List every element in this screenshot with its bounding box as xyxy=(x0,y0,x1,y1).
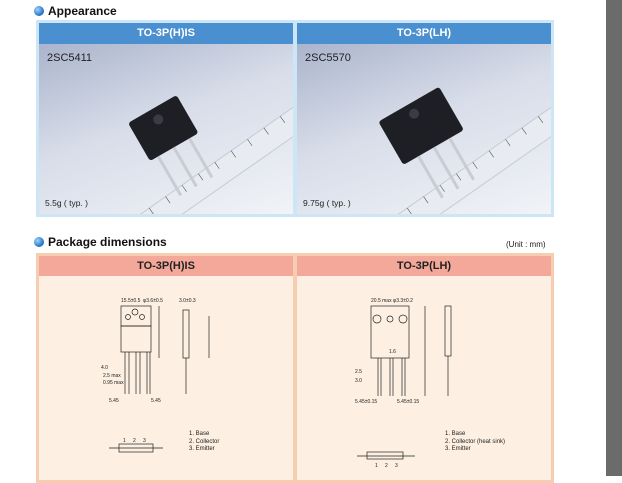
svg-text:1: 1 xyxy=(375,463,378,469)
scrollbar[interactable] xyxy=(606,0,622,476)
dimensions-table: TO-3P(H)IS 15.5±0.5 φ3.6±0.5 3.0±0.3 4.0… xyxy=(36,253,554,483)
svg-text:3.0: 3.0 xyxy=(355,378,362,384)
dimensions-heading: Package dimensions xyxy=(34,235,167,249)
transistor-photo-icon xyxy=(379,75,551,214)
svg-text:φ3.6±0.5: φ3.6±0.5 xyxy=(143,298,163,304)
package-header: TO-3P(LH) xyxy=(297,23,551,44)
package-photo: 2SC5411 5.5g ( typ. ) xyxy=(39,44,293,214)
svg-text:1.6: 1.6 xyxy=(389,349,396,355)
package-photo: 2SC5570 9.75g ( typ. ) xyxy=(297,44,551,214)
svg-text:0.95 max: 0.95 max xyxy=(103,380,124,386)
pin-legend: 1. Base 2. Collector (heat sink) 3. Emit… xyxy=(445,431,506,452)
package-weight: 5.5g ( typ. ) xyxy=(45,198,88,208)
dimensions-cell-2: TO-3P(LH) 20.5 max φ3.3±0.2 5.45±0.15 5.… xyxy=(297,256,551,480)
svg-text:2: 2 xyxy=(133,438,136,444)
appearance-heading: Appearance xyxy=(34,4,117,18)
bullet-icon xyxy=(34,6,44,16)
svg-text:1: 1 xyxy=(123,438,126,444)
package-header: TO-3P(H)IS xyxy=(39,256,293,276)
svg-text:5.45: 5.45 xyxy=(109,398,119,404)
svg-text:3: 3 xyxy=(395,463,398,469)
svg-text:2.5 max: 2.5 max xyxy=(103,373,121,379)
package-outline-drawing: 15.5±0.5 φ3.6±0.5 3.0±0.3 4.0 2.5 max 0.… xyxy=(101,298,210,453)
dimension-drawing: 20.5 max φ3.3±0.2 5.45±0.15 5.45±0.15 2.… xyxy=(297,276,551,480)
svg-text:20.5 max: 20.5 max xyxy=(371,298,392,304)
svg-text:4.0: 4.0 xyxy=(101,365,108,371)
svg-text:φ3.3±0.2: φ3.3±0.2 xyxy=(393,298,413,304)
appearance-cell-2: TO-3P(LH) 2SC5570 9.75g ( typ. ) xyxy=(297,23,551,214)
svg-text:15.5±0.5: 15.5±0.5 xyxy=(121,298,141,304)
part-number: 2SC5570 xyxy=(305,52,351,64)
package-weight: 9.75g ( typ. ) xyxy=(303,198,351,208)
svg-text:3: 3 xyxy=(143,438,146,444)
svg-text:5.45±0.15: 5.45±0.15 xyxy=(397,399,419,405)
svg-text:3.0±0.3: 3.0±0.3 xyxy=(179,298,196,304)
svg-text:2: 2 xyxy=(385,463,388,469)
bullet-icon xyxy=(34,237,44,247)
svg-text:5.45±0.15: 5.45±0.15 xyxy=(355,399,377,405)
package-outline-drawing: 20.5 max φ3.3±0.2 5.45±0.15 5.45±0.15 2.… xyxy=(355,298,452,469)
appearance-table: TO-3P(H)IS 2SC5411 5.5g ( typ. ) xyxy=(36,20,554,217)
appearance-cell-1: TO-3P(H)IS 2SC5411 5.5g ( typ. ) xyxy=(39,23,293,214)
part-number: 2SC5411 xyxy=(47,52,93,64)
unit-label: (Unit : mm) xyxy=(506,240,546,249)
pin-legend: 1. Base 2. Collector 3. Emitter xyxy=(189,431,220,452)
package-header: TO-3P(LH) xyxy=(297,256,551,276)
transistor-photo-icon xyxy=(123,75,293,214)
svg-text:2.5: 2.5 xyxy=(355,369,362,375)
package-header: TO-3P(H)IS xyxy=(39,23,293,44)
dimensions-cell-1: TO-3P(H)IS 15.5±0.5 φ3.6±0.5 3.0±0.3 4.0… xyxy=(39,256,293,480)
dimension-drawing: 15.5±0.5 φ3.6±0.5 3.0±0.3 4.0 2.5 max 0.… xyxy=(39,276,293,480)
svg-text:5.45: 5.45 xyxy=(151,398,161,404)
